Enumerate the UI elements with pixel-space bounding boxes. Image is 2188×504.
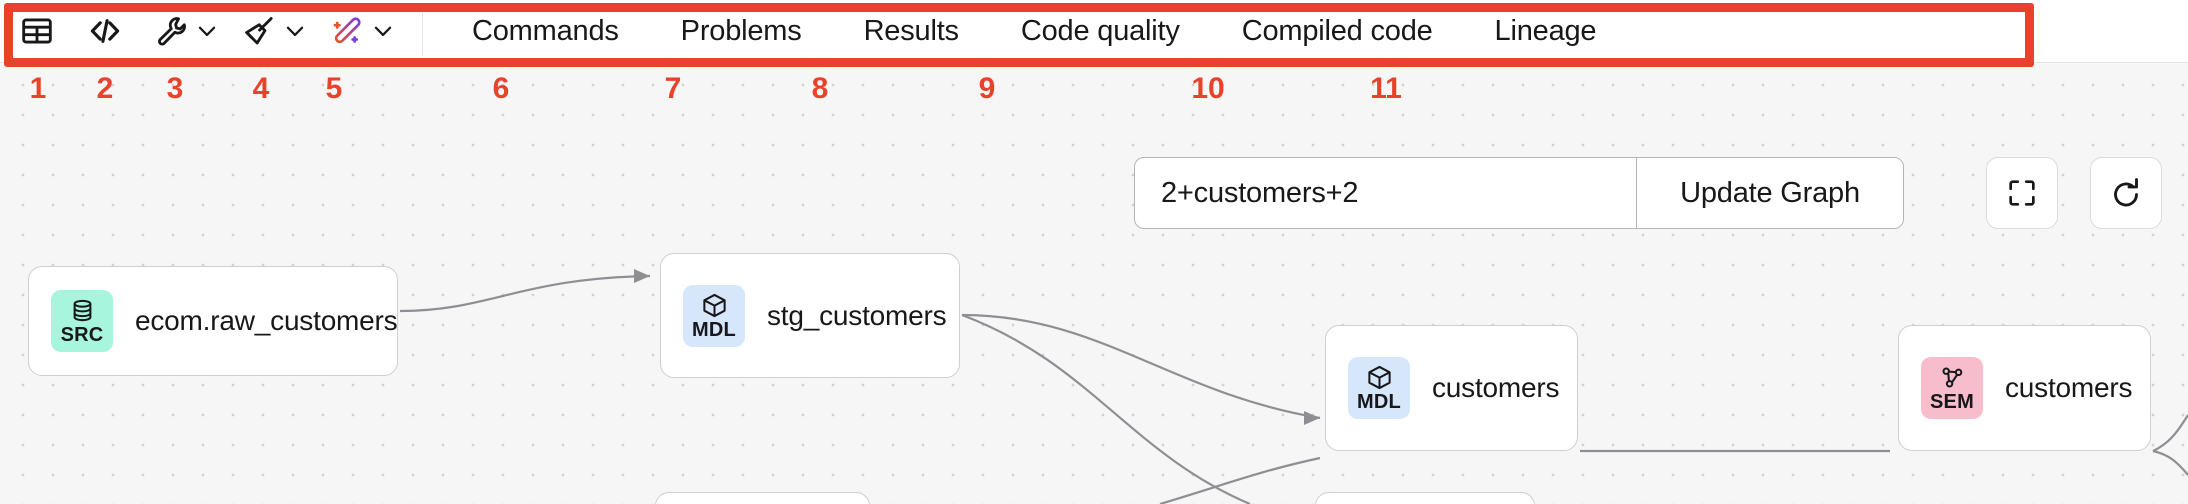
cube-icon bbox=[701, 292, 728, 319]
graph-search-input[interactable] bbox=[1135, 158, 1636, 228]
table-icon bbox=[20, 14, 54, 48]
node-label: customers bbox=[1432, 372, 1560, 403]
chevron-down-icon bbox=[194, 18, 220, 44]
lineage-node-mdl-customers[interactable]: MDL customers bbox=[1325, 325, 1578, 451]
node-type-badge-sem: SEM bbox=[1921, 357, 1983, 419]
chevron-down-icon bbox=[370, 18, 396, 44]
format-menu-button[interactable] bbox=[238, 8, 312, 54]
code-brackets-icon bbox=[87, 13, 123, 49]
refresh-icon bbox=[2108, 175, 2144, 211]
panel-tab-list: Commands Problems Results Code quality Compi… bbox=[441, 0, 1627, 63]
broom-icon bbox=[242, 14, 276, 48]
node-type-badge-mdl: MDL bbox=[1348, 357, 1410, 419]
semantic-graph-icon bbox=[1939, 364, 1966, 391]
ai-assist-menu-button[interactable] bbox=[326, 8, 400, 54]
callout-number-6: 6 bbox=[492, 72, 510, 105]
callout-number-11: 11 bbox=[1370, 72, 1402, 105]
tools-menu-button[interactable] bbox=[150, 8, 224, 54]
database-icon bbox=[69, 297, 96, 324]
callout-number-7: 7 bbox=[664, 72, 682, 105]
lineage-node-mdl-stg-customers[interactable]: MDL stg_customers bbox=[660, 253, 960, 378]
graph-search-bar[interactable]: Update Graph bbox=[1134, 157, 1904, 229]
node-type-label: SEM bbox=[1930, 391, 1974, 413]
cube-icon bbox=[1366, 364, 1393, 391]
callout-number-3: 3 bbox=[166, 72, 184, 105]
node-label: stg_customers bbox=[767, 299, 947, 331]
node-type-badge-src: SRC bbox=[51, 290, 113, 352]
node-type-label: MDL bbox=[1357, 391, 1401, 413]
fit-screen-icon bbox=[2005, 176, 2039, 210]
lineage-node-partial-node-2[interactable] bbox=[1315, 492, 1535, 504]
tab-lineage[interactable]: Lineage bbox=[1494, 14, 1597, 47]
callout-number-9: 9 bbox=[978, 72, 996, 105]
tab-code-quality[interactable]: Code quality bbox=[1020, 14, 1180, 47]
node-type-label: SRC bbox=[60, 324, 104, 346]
tab-results[interactable]: Results bbox=[863, 14, 960, 47]
lineage-node-sem-customers[interactable]: SEM customers bbox=[1898, 325, 2151, 451]
lineage-node-src-ecom-raw-customers[interactable]: SRC ecom.raw_customers bbox=[28, 266, 398, 376]
tab-compiled-code[interactable]: Compiled code bbox=[1241, 14, 1433, 47]
wrench-icon bbox=[154, 14, 188, 48]
node-label: customers bbox=[2005, 372, 2133, 403]
tab-commands[interactable]: Commands bbox=[472, 14, 619, 47]
callout-number-2: 2 bbox=[96, 72, 114, 105]
chevron-down-icon bbox=[282, 18, 308, 44]
callout-number-8: 8 bbox=[811, 72, 829, 105]
editor-toolbar: Commands Problems Results Code quality Compi… bbox=[0, 0, 2188, 63]
callout-number-1: 1 bbox=[29, 72, 47, 105]
toolbar-icon-group bbox=[0, 0, 441, 63]
node-type-label: MDL bbox=[692, 318, 736, 341]
lineage-edges bbox=[399, 269, 2188, 504]
callout-number-5: 5 bbox=[325, 72, 343, 105]
code-view-button[interactable] bbox=[82, 8, 128, 54]
reset-graph-button[interactable] bbox=[2090, 157, 2162, 229]
fit-view-button[interactable] bbox=[1986, 157, 2058, 229]
tab-problems[interactable]: Problems bbox=[680, 14, 802, 47]
magic-wand-icon bbox=[330, 14, 364, 48]
callout-number-4: 4 bbox=[252, 72, 270, 105]
toolbar-divider bbox=[422, 6, 423, 56]
update-graph-button[interactable]: Update Graph bbox=[1636, 158, 1903, 228]
lineage-node-partial-node-1[interactable] bbox=[655, 492, 870, 504]
node-type-badge-mdl: MDL bbox=[683, 284, 745, 347]
node-label: ecom.raw_customers bbox=[135, 305, 398, 336]
callout-number-10: 10 bbox=[1191, 72, 1225, 105]
table-view-button[interactable] bbox=[14, 8, 60, 54]
